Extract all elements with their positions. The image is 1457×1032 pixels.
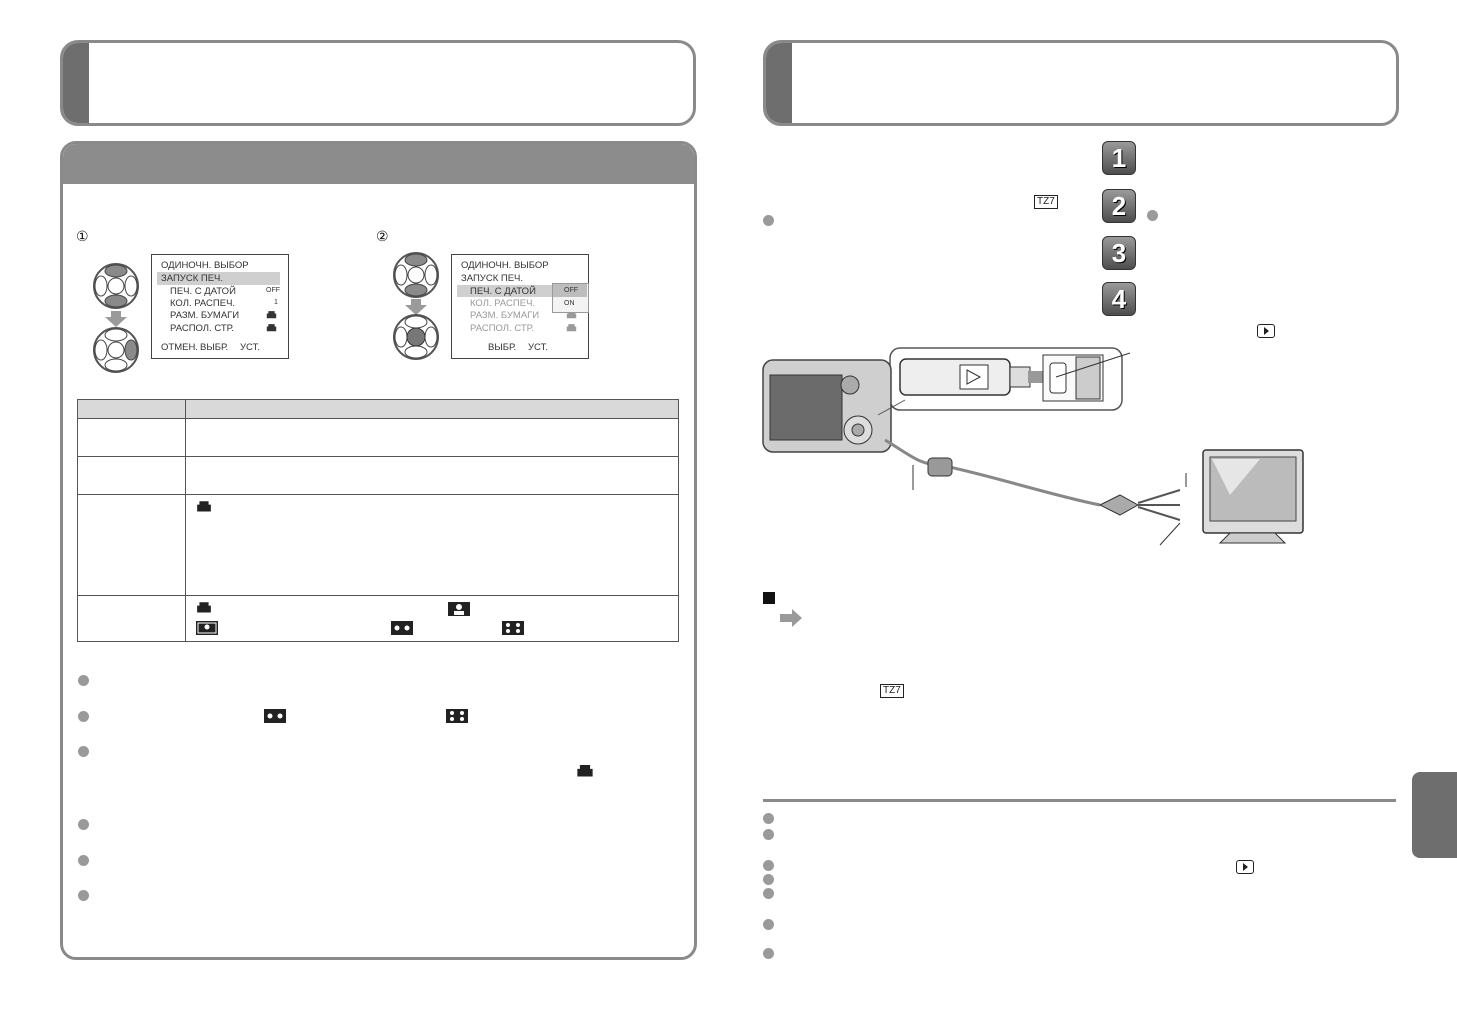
model-badge: TZ7: [880, 684, 904, 698]
right-title-tab: [766, 43, 792, 123]
menu1-item-count[interactable]: КОЛ. РАСПЕЧ.: [170, 298, 236, 309]
table-cell: [77, 418, 186, 457]
single-bordered-layout-icon: [196, 621, 218, 635]
menu1-highlight: [157, 272, 280, 285]
note-bullet: [78, 890, 89, 901]
menu2-title: ОДИНОЧН. ВЫБОР: [461, 260, 549, 271]
menu2-highlight: [457, 285, 552, 297]
menu1-item-start[interactable]: ЗАПУСК ПЕЧ.: [161, 273, 224, 284]
menu2-option-on[interactable]: ON: [564, 300, 575, 307]
table-cell: [185, 595, 679, 642]
single-layout-icon: [448, 602, 470, 616]
menu2-footer-set: УСТ.: [528, 342, 548, 353]
table-cell: [77, 595, 186, 642]
table-cell: [185, 456, 679, 495]
table-row: [77, 595, 679, 642]
note-bullet: [763, 860, 774, 871]
note-bullet: [78, 711, 89, 722]
step-number-2: 2: [1102, 189, 1136, 223]
two-per-page-icon: [264, 709, 286, 723]
section-marker: [763, 592, 775, 604]
menu1-footer-set: УСТ.: [240, 342, 260, 353]
table-header-row: [77, 399, 679, 419]
section-divider: [763, 799, 1396, 802]
menu2-item-date[interactable]: ПЕЧ. С ДАТОЙ: [470, 286, 536, 297]
dpad-up-down-icon: [393, 252, 439, 298]
panel-header-bar: [63, 144, 694, 184]
table-cell: [185, 494, 679, 596]
camera-tv-connection-illustration: [762, 347, 1304, 546]
model-badge: TZ7: [1034, 195, 1058, 209]
table-header-cell: [77, 399, 186, 419]
playback-icon: [1257, 324, 1275, 338]
printer-icon: [577, 765, 593, 777]
note-bullet: [763, 874, 774, 885]
menu2-item-count[interactable]: КОЛ. РАСПЕЧ.: [470, 298, 536, 309]
note-bullet: [78, 819, 89, 830]
note-bullet: [763, 215, 774, 226]
menu1-value-count: 1: [274, 299, 278, 306]
menu2-footer-select: ВЫБР.: [488, 342, 517, 353]
two-per-page-icon: [391, 621, 413, 635]
print-menu-screen-1: ОДИНОЧН. ВЫБОР ЗАПУСК ПЕЧ. ПЕЧ. С ДАТОЙ …: [151, 254, 289, 359]
table-row: [77, 456, 679, 495]
printer-icon: [566, 324, 577, 332]
note-bullet: [78, 746, 89, 757]
dpad-right-icon: [93, 327, 139, 373]
note-bullet: [763, 813, 774, 824]
print-menu-screen-2: ОДИНОЧН. ВЫБОР ЗАПУСК ПЕЧ. ПЕЧ. С ДАТОЙ …: [451, 254, 589, 359]
step-number-4: 4: [1102, 282, 1136, 316]
step-number-1: 1: [1102, 141, 1136, 175]
table-cell: [77, 456, 186, 495]
table-row: [77, 494, 679, 596]
step-marker-2: ②: [376, 228, 389, 244]
printer-icon: [197, 602, 211, 613]
dpad-center-icon: [393, 314, 439, 360]
printer-icon: [266, 324, 277, 332]
note-bullet: [763, 948, 774, 959]
menu2-item-layout[interactable]: РАСПОЛ. СТР.: [470, 323, 534, 334]
table-header-cell: [185, 399, 679, 419]
table-cell: [77, 494, 186, 596]
arrow-right-icon: [780, 609, 802, 627]
left-title-tab: [63, 43, 89, 123]
arrow-down-icon: [105, 311, 127, 327]
printer-icon: [197, 501, 211, 512]
printer-icon: [266, 311, 277, 319]
menu2-item-start[interactable]: ЗАПУСК ПЕЧ.: [461, 273, 524, 284]
note-bullet: [763, 829, 774, 840]
menu1-item-date[interactable]: ПЕЧ. С ДАТОЙ: [170, 286, 236, 297]
print-settings-table: [77, 399, 679, 642]
note-bullet: [1147, 210, 1158, 221]
step-number-3: 3: [1102, 236, 1136, 270]
step-marker-1: ①: [76, 228, 89, 244]
table-cell: [185, 418, 679, 457]
playback-icon: [1236, 860, 1254, 874]
menu2-option-off-highlight: [553, 284, 587, 297]
menu2-option-off[interactable]: OFF: [564, 287, 578, 294]
table-row: [77, 418, 679, 457]
arrow-down-icon: [405, 299, 427, 315]
menu2-item-paper[interactable]: РАЗМ. БУМАГИ: [470, 310, 540, 321]
menu1-item-layout[interactable]: РАСПОЛ. СТР.: [170, 323, 234, 334]
menu1-value-date: OFF: [266, 287, 280, 294]
left-title-box: [60, 40, 696, 126]
right-title-box: [763, 40, 1399, 126]
note-bullet: [763, 888, 774, 899]
menu1-footer-select: ВЫБР.: [200, 342, 229, 353]
dpad-up-down-icon: [93, 263, 139, 309]
menu1-title: ОДИНОЧН. ВЫБОР: [161, 260, 249, 271]
chapter-side-tab: [1412, 772, 1457, 858]
four-per-page-icon: [446, 709, 468, 723]
note-bullet: [78, 675, 89, 686]
note-bullet: [763, 919, 774, 930]
menu1-footer-cancel: ОТМЕН.: [161, 342, 198, 353]
four-per-page-icon: [502, 621, 524, 635]
menu1-item-paper[interactable]: РАЗМ. БУМАГИ: [170, 310, 240, 321]
note-bullet: [78, 855, 89, 866]
